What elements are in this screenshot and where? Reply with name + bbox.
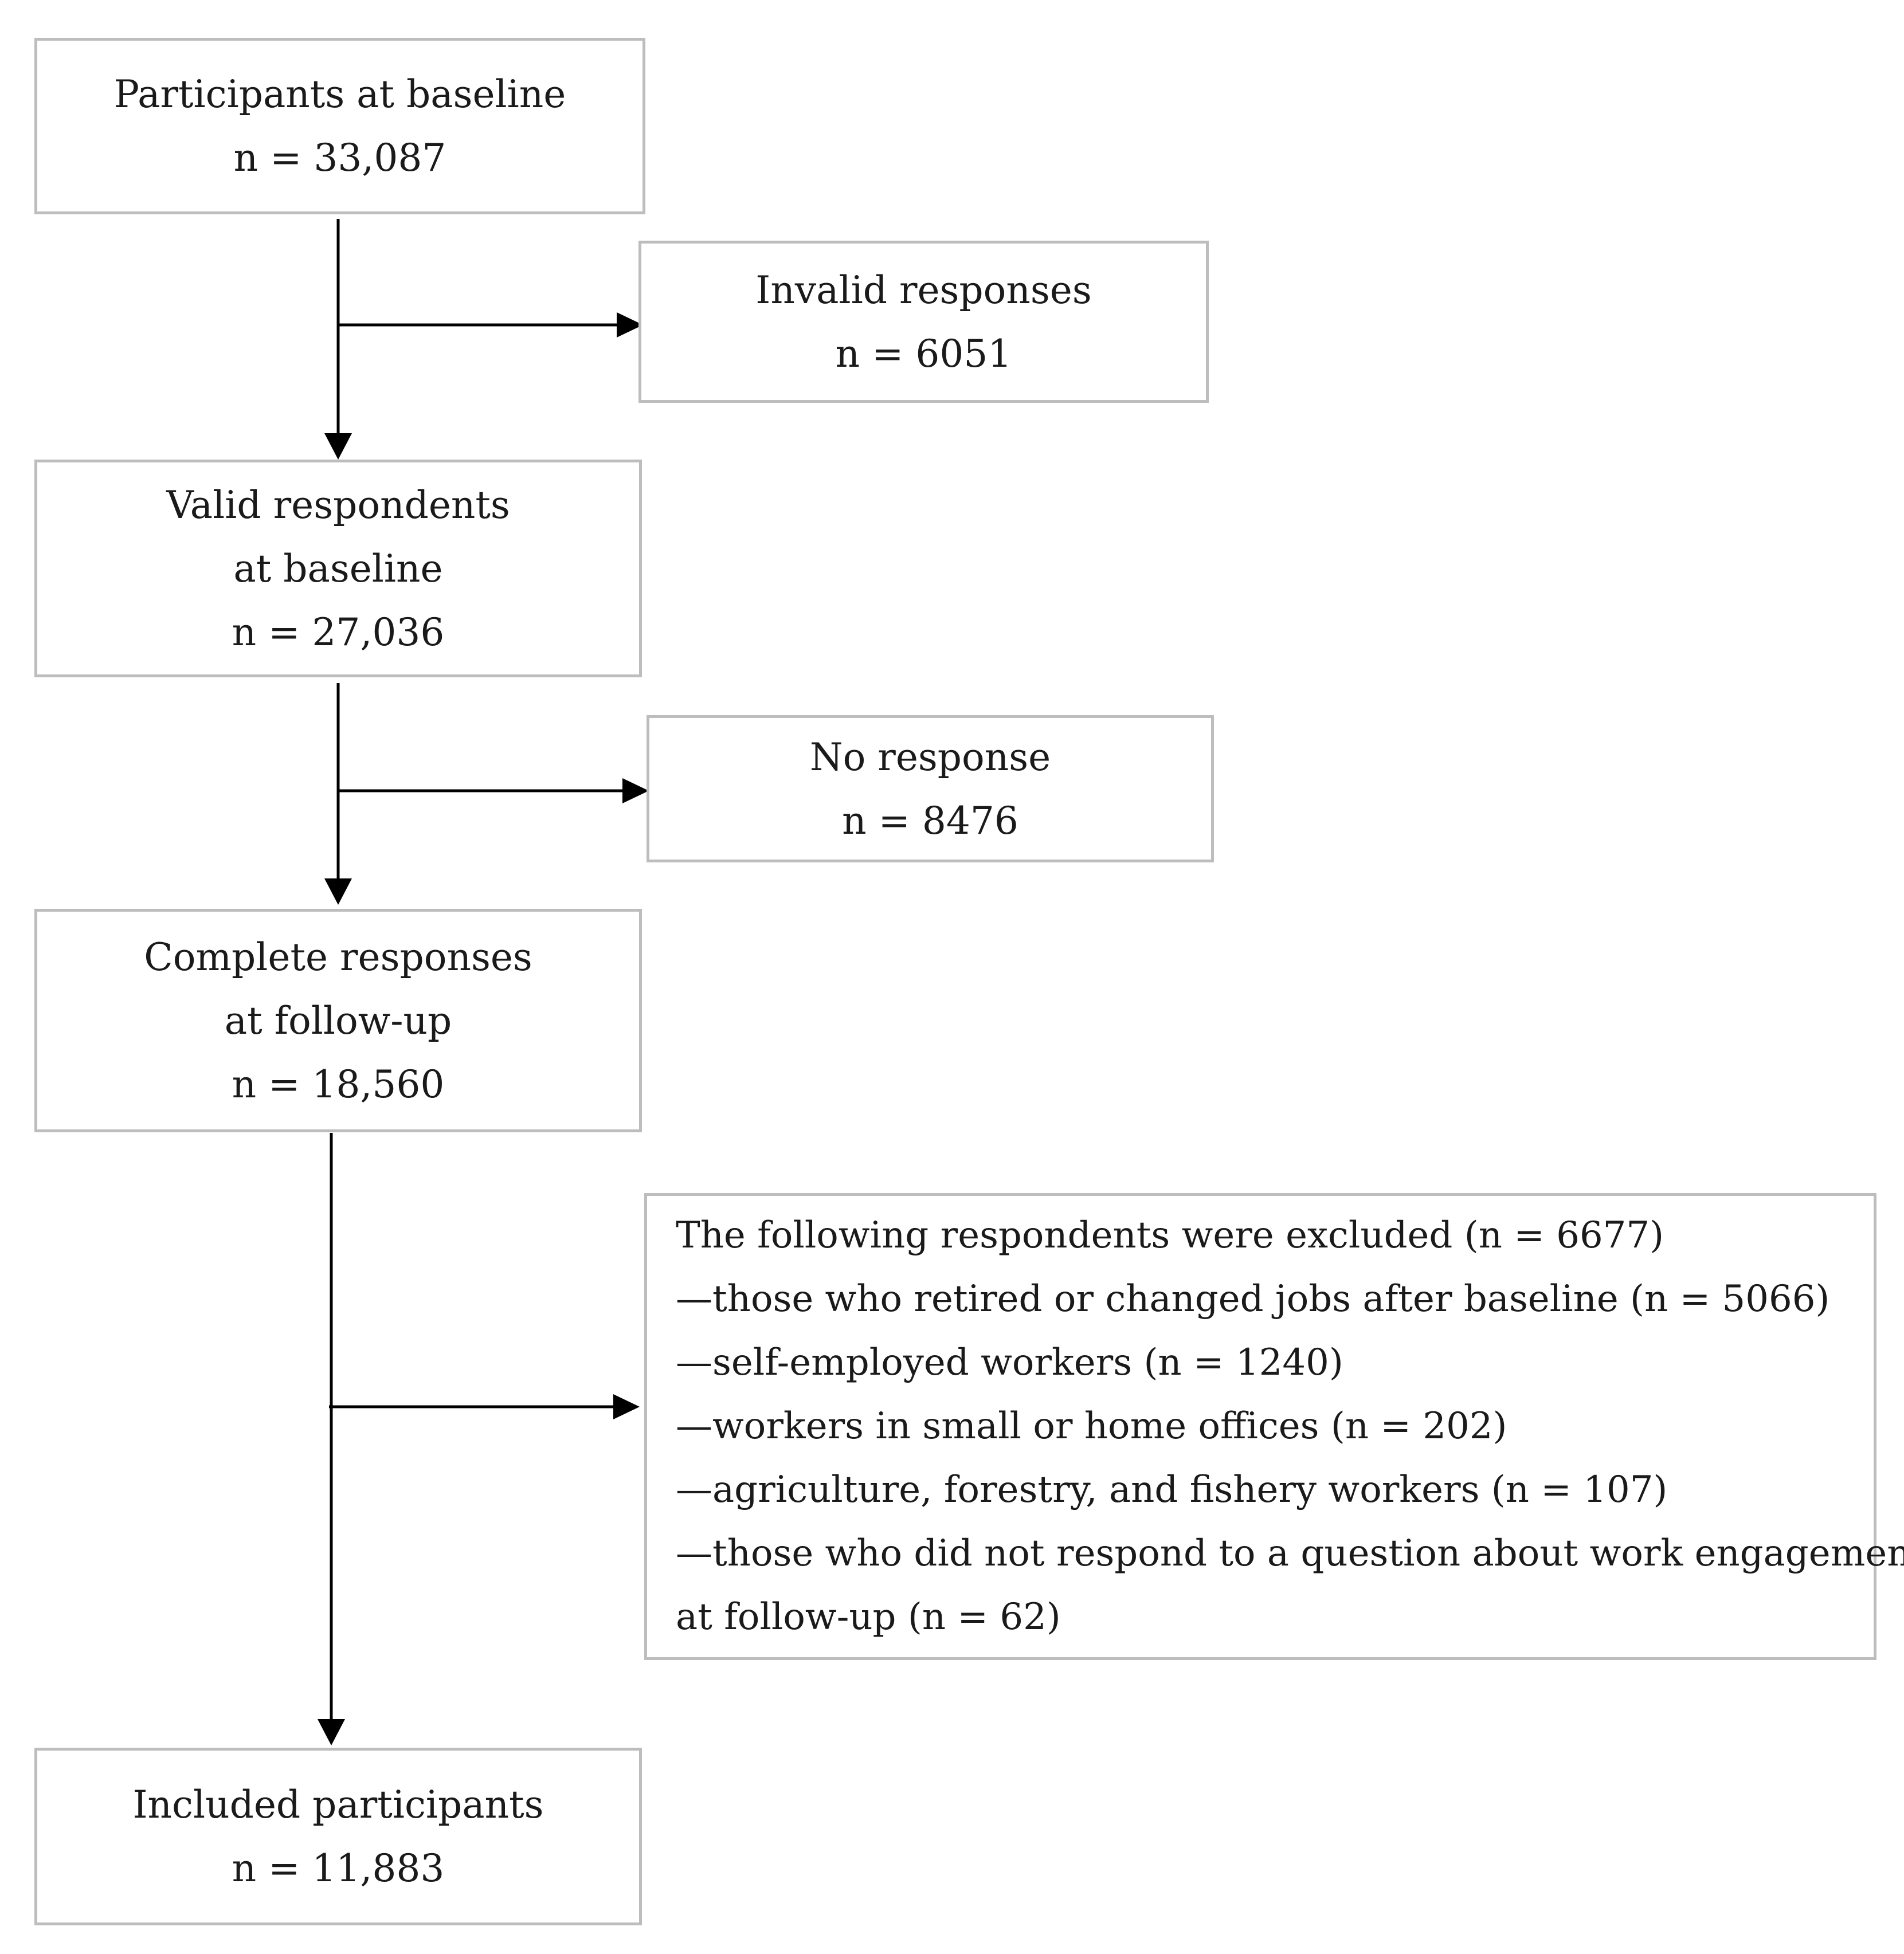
included-participants-count: n = 11,883: [232, 1846, 445, 1890]
baseline-title: Participants at baseline: [113, 72, 566, 116]
invalid-responses-box: Invalid responses n = 6051: [638, 241, 1209, 403]
complete-responses-title-line1: Complete responses: [144, 935, 532, 979]
arrowhead-no-response: [622, 778, 649, 803]
arrowhead-complete: [324, 878, 352, 905]
arrowhead-invalid: [617, 312, 643, 338]
included-participants-box: Included participants n = 11,883: [34, 1748, 642, 1925]
arrowhead-valid: [324, 433, 352, 460]
complete-responses-count: n = 18,560: [232, 1062, 445, 1107]
excluded-item: —self-employed workers (n = 1240): [676, 1341, 1343, 1384]
excluded-item: —those who retired or changed jobs after…: [676, 1278, 1830, 1320]
valid-respondents-box: Valid respondents at baseline n = 27,036: [34, 460, 642, 677]
arrowhead-excluded: [613, 1394, 640, 1419]
excluded-item: at follow-up (n = 62): [676, 1596, 1061, 1638]
valid-respondents-title-line2: at baseline: [233, 546, 443, 591]
excluded-header: The following respondents were excluded …: [676, 1214, 1664, 1257]
valid-respondents-title-line1: Valid respondents: [166, 482, 510, 527]
no-response-box: No response n = 8476: [647, 715, 1214, 862]
baseline-count: n = 33,087: [233, 136, 446, 180]
excluded-item: —workers in small or home offices (n = 2…: [676, 1405, 1507, 1447]
invalid-responses-count: n = 6051: [835, 331, 1012, 376]
complete-responses-box: Complete responses at follow-up n = 18,5…: [34, 909, 642, 1132]
excluded-item: —those who did not respond to a question…: [676, 1532, 1904, 1575]
included-participants-title: Included participants: [132, 1783, 544, 1827]
baseline-box: Participants at baseline n = 33,087: [34, 38, 645, 214]
excluded-item: —agriculture, forestry, and fishery work…: [676, 1469, 1668, 1511]
excluded-respondents-box: The following respondents were excluded …: [644, 1193, 1904, 1660]
no-response-title: No response: [809, 735, 1051, 779]
no-response-count: n = 8476: [842, 798, 1018, 843]
complete-responses-title-line2: at follow-up: [224, 998, 452, 1043]
arrowhead-included: [318, 1719, 345, 1745]
valid-respondents-count: n = 27,036: [232, 610, 445, 654]
invalid-responses-title: Invalid responses: [755, 268, 1092, 312]
